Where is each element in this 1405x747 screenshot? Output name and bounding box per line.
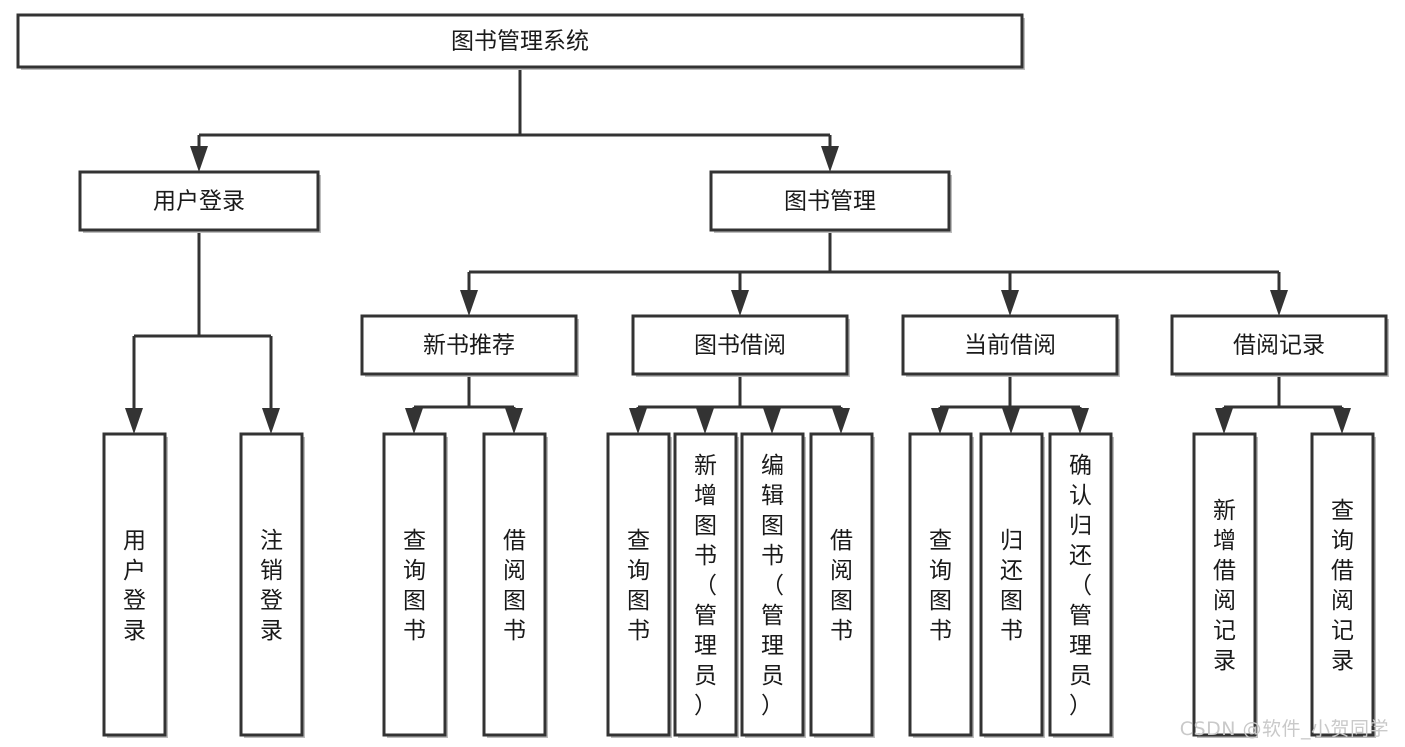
node-借阅图书-label: 借阅图书	[830, 528, 853, 644]
node-用户登录[interactable]: 用户登录	[102, 432, 168, 738]
node-查询图书-box[interactable]	[606, 432, 671, 737]
node-图书借阅-box[interactable]	[631, 314, 849, 376]
arrow-head-icon	[1002, 408, 1020, 434]
node-新增图书管理员-label: 新增图书（管理员）	[694, 453, 717, 719]
node-图书管理-box[interactable]	[709, 170, 951, 232]
arrow-head-icon	[821, 146, 839, 172]
node-用户登录-box[interactable]	[78, 170, 320, 232]
node-图书管理系统[interactable]: 图书管理系统	[16, 13, 1025, 70]
node-确认归还管理员[interactable]: 确认归还（管理员）	[1048, 432, 1114, 738]
node-确认归还管理员-label: 确认归还（管理员）	[1069, 453, 1092, 719]
connector-current-to-leaves	[931, 374, 1089, 434]
node-编辑图书管理员-label: 编辑图书（管理员）	[761, 453, 784, 719]
node-图书借阅[interactable]: 图书借阅	[631, 314, 850, 377]
node-借阅图书-label: 借阅图书	[503, 528, 526, 644]
node-新增图书管理员-box[interactable]	[673, 432, 738, 737]
arrow-head-icon	[1215, 408, 1233, 434]
node-新书推荐[interactable]: 新书推荐	[360, 314, 579, 377]
node-查询借阅记录-box[interactable]	[1310, 432, 1375, 737]
arrow-head-icon	[125, 408, 143, 434]
nodes-layer: 图书管理系统用户登录图书管理新书推荐图书借阅当前借阅借阅记录用户登录注销登录查询…	[16, 13, 1389, 738]
node-借阅图书[interactable]: 借阅图书	[482, 432, 548, 738]
arrow-head-icon	[262, 408, 280, 434]
node-查询图书-box[interactable]	[908, 432, 973, 737]
node-归还图书-label: 归还图书	[1000, 528, 1023, 644]
arrow-head-icon	[1270, 290, 1288, 316]
node-借阅图书[interactable]: 借阅图书	[809, 432, 875, 738]
node-查询图书-label: 查询图书	[627, 528, 650, 644]
node-图书管理[interactable]: 图书管理	[709, 170, 952, 233]
node-借阅图书-box[interactable]	[482, 432, 547, 737]
arrow-head-icon	[629, 408, 647, 434]
node-新增借阅记录[interactable]: 新增借阅记录	[1192, 432, 1258, 738]
node-当前借阅-label: 当前借阅	[964, 333, 1056, 359]
connector-book-mgmt-to-level3	[460, 230, 1288, 316]
node-查询图书-label: 查询图书	[929, 528, 952, 644]
node-用户登录-box[interactable]	[102, 432, 167, 737]
node-新书推荐-box[interactable]	[360, 314, 578, 376]
node-查询借阅记录[interactable]: 查询借阅记录	[1310, 432, 1376, 738]
node-归还图书-box[interactable]	[979, 432, 1044, 737]
arrow-head-icon	[931, 408, 949, 434]
node-借阅记录-box[interactable]	[1170, 314, 1388, 376]
node-新书推荐-label: 新书推荐	[423, 333, 515, 359]
node-借阅记录-label: 借阅记录	[1233, 333, 1325, 359]
arrow-head-icon	[763, 408, 781, 434]
node-用户登录[interactable]: 用户登录	[78, 170, 321, 233]
node-当前借阅[interactable]: 当前借阅	[901, 314, 1120, 377]
connector-root-to-level2	[190, 67, 839, 172]
connectors-layer	[125, 67, 1351, 434]
node-注销登录-box[interactable]	[239, 432, 304, 737]
node-注销登录-label: 注销登录	[260, 528, 283, 644]
node-查询图书-label: 查询图书	[403, 528, 426, 644]
node-图书管理-label: 图书管理	[784, 189, 876, 215]
connector-record-to-leaves	[1215, 374, 1351, 434]
arrow-head-icon	[1001, 290, 1019, 316]
arrow-head-icon	[190, 146, 208, 172]
node-图书借阅-label: 图书借阅	[694, 333, 786, 359]
connector-new-book-to-leaves	[405, 374, 523, 434]
node-新增借阅记录-box[interactable]	[1192, 432, 1257, 737]
node-当前借阅-box[interactable]	[901, 314, 1119, 376]
node-查询图书[interactable]: 查询图书	[606, 432, 672, 738]
node-编辑图书管理员-box[interactable]	[740, 432, 805, 737]
node-借阅图书-box[interactable]	[809, 432, 874, 737]
arrow-head-icon	[731, 290, 749, 316]
node-查询图书-box[interactable]	[382, 432, 447, 737]
arrow-head-icon	[405, 408, 423, 434]
arrow-head-icon	[1071, 408, 1089, 434]
node-编辑图书管理员[interactable]: 编辑图书（管理员）	[740, 432, 806, 738]
connector-user-login-to-leaves	[125, 230, 280, 434]
arrow-head-icon	[696, 408, 714, 434]
node-用户登录-label: 用户登录	[123, 528, 146, 644]
arrow-head-icon	[1333, 408, 1351, 434]
arrow-head-icon	[460, 290, 478, 316]
node-用户登录-label: 用户登录	[153, 189, 245, 215]
node-图书管理系统-box[interactable]	[16, 13, 1024, 69]
node-查询图书[interactable]: 查询图书	[382, 432, 448, 738]
arrow-head-icon	[505, 408, 523, 434]
node-新增图书管理员[interactable]: 新增图书（管理员）	[673, 432, 739, 738]
node-确认归还管理员-box[interactable]	[1048, 432, 1113, 737]
node-新增借阅记录-label: 新增借阅记录	[1213, 498, 1236, 674]
node-查询借阅记录-label: 查询借阅记录	[1331, 498, 1354, 674]
node-归还图书[interactable]: 归还图书	[979, 432, 1045, 738]
node-查询图书[interactable]: 查询图书	[908, 432, 974, 738]
node-借阅记录[interactable]: 借阅记录	[1170, 314, 1389, 377]
arrow-head-icon	[832, 408, 850, 434]
node-图书管理系统-label: 图书管理系统	[451, 29, 589, 55]
node-注销登录[interactable]: 注销登录	[239, 432, 305, 738]
connector-borrow-to-leaves	[629, 374, 850, 434]
